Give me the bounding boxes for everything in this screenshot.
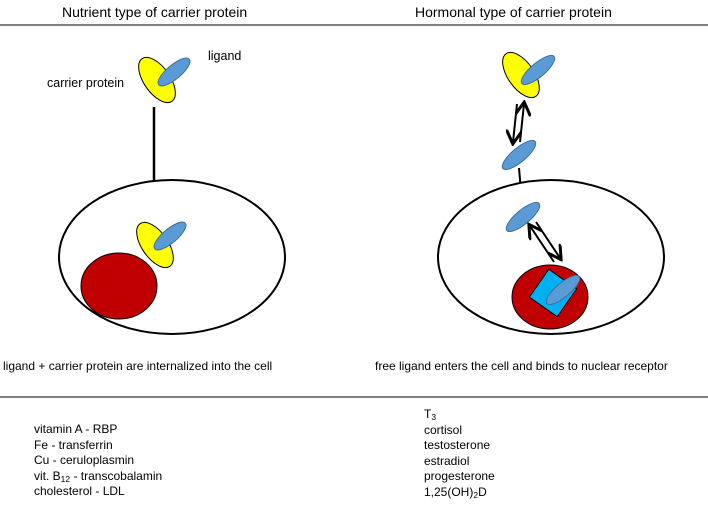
- nutrient-example-item: vitamin A - RBP: [34, 422, 162, 438]
- dissociation-arrow: [513, 103, 517, 142]
- ligand-shape: [157, 57, 191, 87]
- carrier-protein-label: carrier protein: [47, 76, 125, 90]
- list-item-text-suffix: - transcobalamin: [70, 468, 163, 483]
- list-item-text-suffix: D: [478, 484, 487, 499]
- list-item-text: T: [424, 407, 432, 421]
- hormone-ligand-bound-shape: [520, 54, 556, 86]
- release-arrow: [530, 226, 555, 263]
- receptor-bound-ligand-shape: [545, 274, 581, 306]
- list-item-text: estradiol: [424, 453, 470, 468]
- hormone-example-item: estradiol: [424, 454, 495, 470]
- list-item-text: vit. B: [34, 468, 61, 483]
- list-item-text: 1,25(OH): [424, 484, 474, 499]
- list-item-subscript: 3: [431, 412, 437, 422]
- left-panel-title: Nutrient type of carrier protein: [62, 4, 248, 20]
- hormone-example-item: testosterone: [424, 438, 495, 454]
- nutrient-example-item: vit. B12 - transcobalamin: [34, 469, 162, 485]
- hormone-example-item: T3: [424, 407, 495, 423]
- free-ligand-shape: [501, 139, 537, 171]
- list-item-text: progesterone: [424, 469, 495, 483]
- nutrient-example-item: cholesterol - LDL: [34, 484, 162, 500]
- right-panel-title: Hormonal type of carrier protein: [415, 4, 612, 20]
- hormone-example-item: progesterone: [424, 469, 495, 485]
- nutrient-example-item: Cu - ceruloplasmin: [34, 453, 162, 469]
- nutrient-example-item: Fe - transferrin: [34, 438, 162, 454]
- left-caption: ligand + carrier protein are internalize…: [3, 359, 273, 373]
- list-item-subscript: 12: [60, 473, 71, 484]
- ligand-label: ligand: [208, 49, 242, 63]
- list-item-text: testosterone: [424, 438, 491, 452]
- internalized-ligand-shape: [153, 221, 187, 251]
- left-nucleus: [80, 252, 158, 320]
- list-item-text: vitamin A - RBP: [34, 422, 118, 436]
- list-item-text: cortisol: [424, 422, 463, 437]
- list-item-text: cholesterol - LDL: [34, 484, 125, 498]
- list-item-text: Cu - ceruloplasmin: [34, 453, 135, 467]
- list-item-text: Fe - transferrin: [34, 437, 113, 452]
- right-caption: free ligand enters the cell and binds to…: [375, 359, 668, 373]
- hormone-example-item: cortisol: [424, 423, 495, 439]
- hormone-example-item: 1,25(OH)2D: [424, 485, 495, 501]
- association-arrow: [520, 104, 524, 143]
- list-item-subscript: 2: [473, 489, 479, 500]
